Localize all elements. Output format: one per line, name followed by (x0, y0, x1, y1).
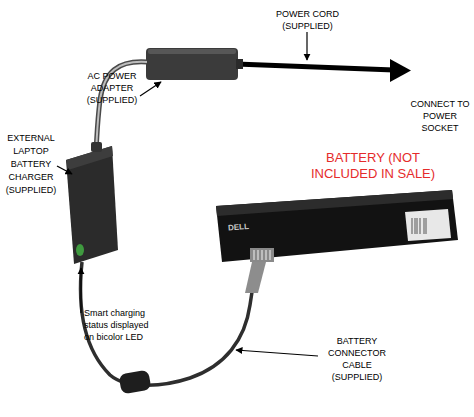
adapter-plug (236, 59, 243, 69)
note-label: Smart charging status displayed on bicol… (84, 307, 156, 343)
battery-sticker (405, 209, 451, 241)
strain-relief (91, 142, 102, 152)
charger-top (66, 146, 113, 170)
laptop-battery (216, 190, 458, 262)
battery-charger (66, 146, 118, 264)
contact-pins (254, 250, 270, 260)
adapter-highlight (148, 49, 236, 54)
ferrite-bead (118, 370, 151, 395)
part-label: BATTERY CONNECTOR CABLE (SUPPLIED) (322, 335, 392, 383)
warning-heading: BATTERY (NOT INCLUDED IN SALE) (292, 150, 454, 182)
part-label: POWER CORD (SUPPLIED) (270, 8, 345, 32)
power-cord (236, 64, 394, 70)
connector-cable (80, 262, 252, 385)
leader-arrow (57, 166, 72, 174)
leader-arrow (140, 82, 161, 96)
connector-housing (245, 262, 266, 293)
part-label: EXTERNAL LAPTOP BATTERY CHARGER (SUPPLIE… (2, 132, 60, 197)
leader-arrow (236, 350, 318, 356)
part-label: CONNECT TO POWER SOCKET (408, 98, 472, 134)
status-led (76, 244, 84, 256)
leader-arrow (80, 268, 81, 313)
ac-adapter (146, 48, 238, 80)
cord-arrow-head (390, 59, 411, 82)
battery-contacts (250, 248, 274, 262)
leader-arrow (306, 32, 307, 60)
part-label: AC POWER ADAPTER (SUPPLIED) (82, 70, 142, 106)
barcode (412, 218, 426, 234)
